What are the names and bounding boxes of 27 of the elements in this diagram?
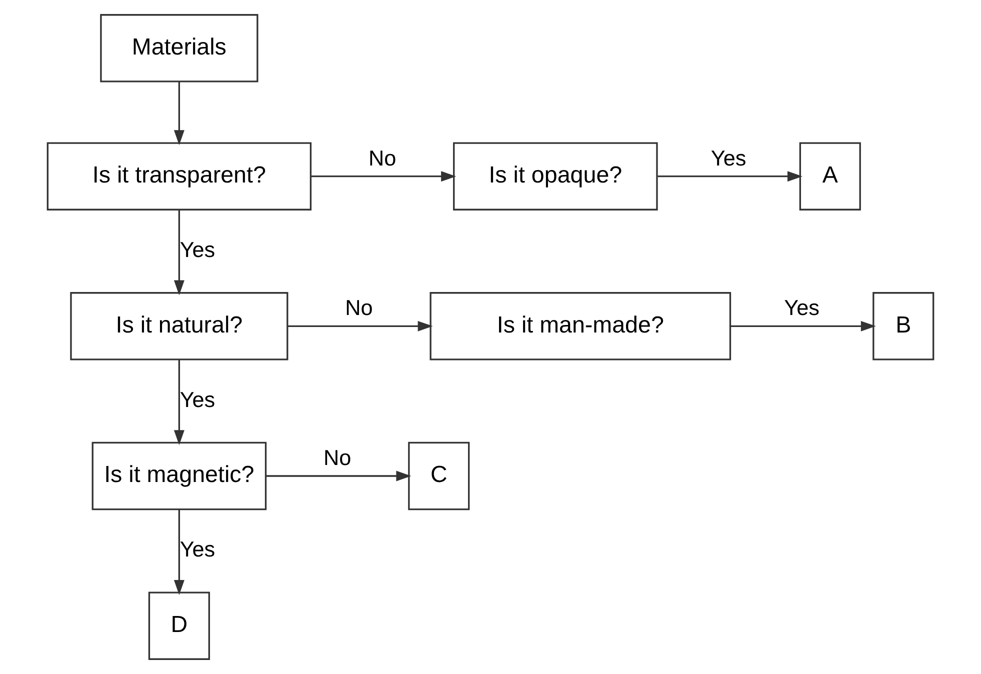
node-box: A (799, 142, 861, 210)
arrow (174, 82, 184, 146)
node-box: Is it man-made? (430, 292, 732, 360)
arrow (730, 320, 876, 332)
arrow (174, 509, 184, 595)
node-box: Is it natural? (70, 292, 288, 360)
arrow (288, 320, 433, 332)
arrow (310, 171, 456, 182)
edge-label: Yes (180, 386, 216, 412)
edge-label: No (345, 295, 373, 320)
arrow (266, 470, 412, 482)
edge-label: No (368, 145, 396, 170)
node-box: Is it opaque? (453, 142, 658, 210)
edge-label: Yes (710, 145, 746, 170)
node-box: D (148, 592, 210, 660)
edge-label: No (324, 445, 352, 470)
node-box: Is it magnetic? (92, 442, 267, 510)
arrow (658, 171, 802, 182)
arrow (174, 210, 184, 296)
arrow (174, 360, 184, 446)
node-box: Materials (100, 14, 258, 82)
node-box: C (408, 442, 470, 510)
node-box: Is it transparent? (46, 142, 312, 210)
node-box: B (872, 292, 934, 360)
edge-label: Yes (180, 236, 216, 262)
edge-label: Yes (784, 295, 820, 320)
edge-label: Yes (180, 536, 216, 562)
